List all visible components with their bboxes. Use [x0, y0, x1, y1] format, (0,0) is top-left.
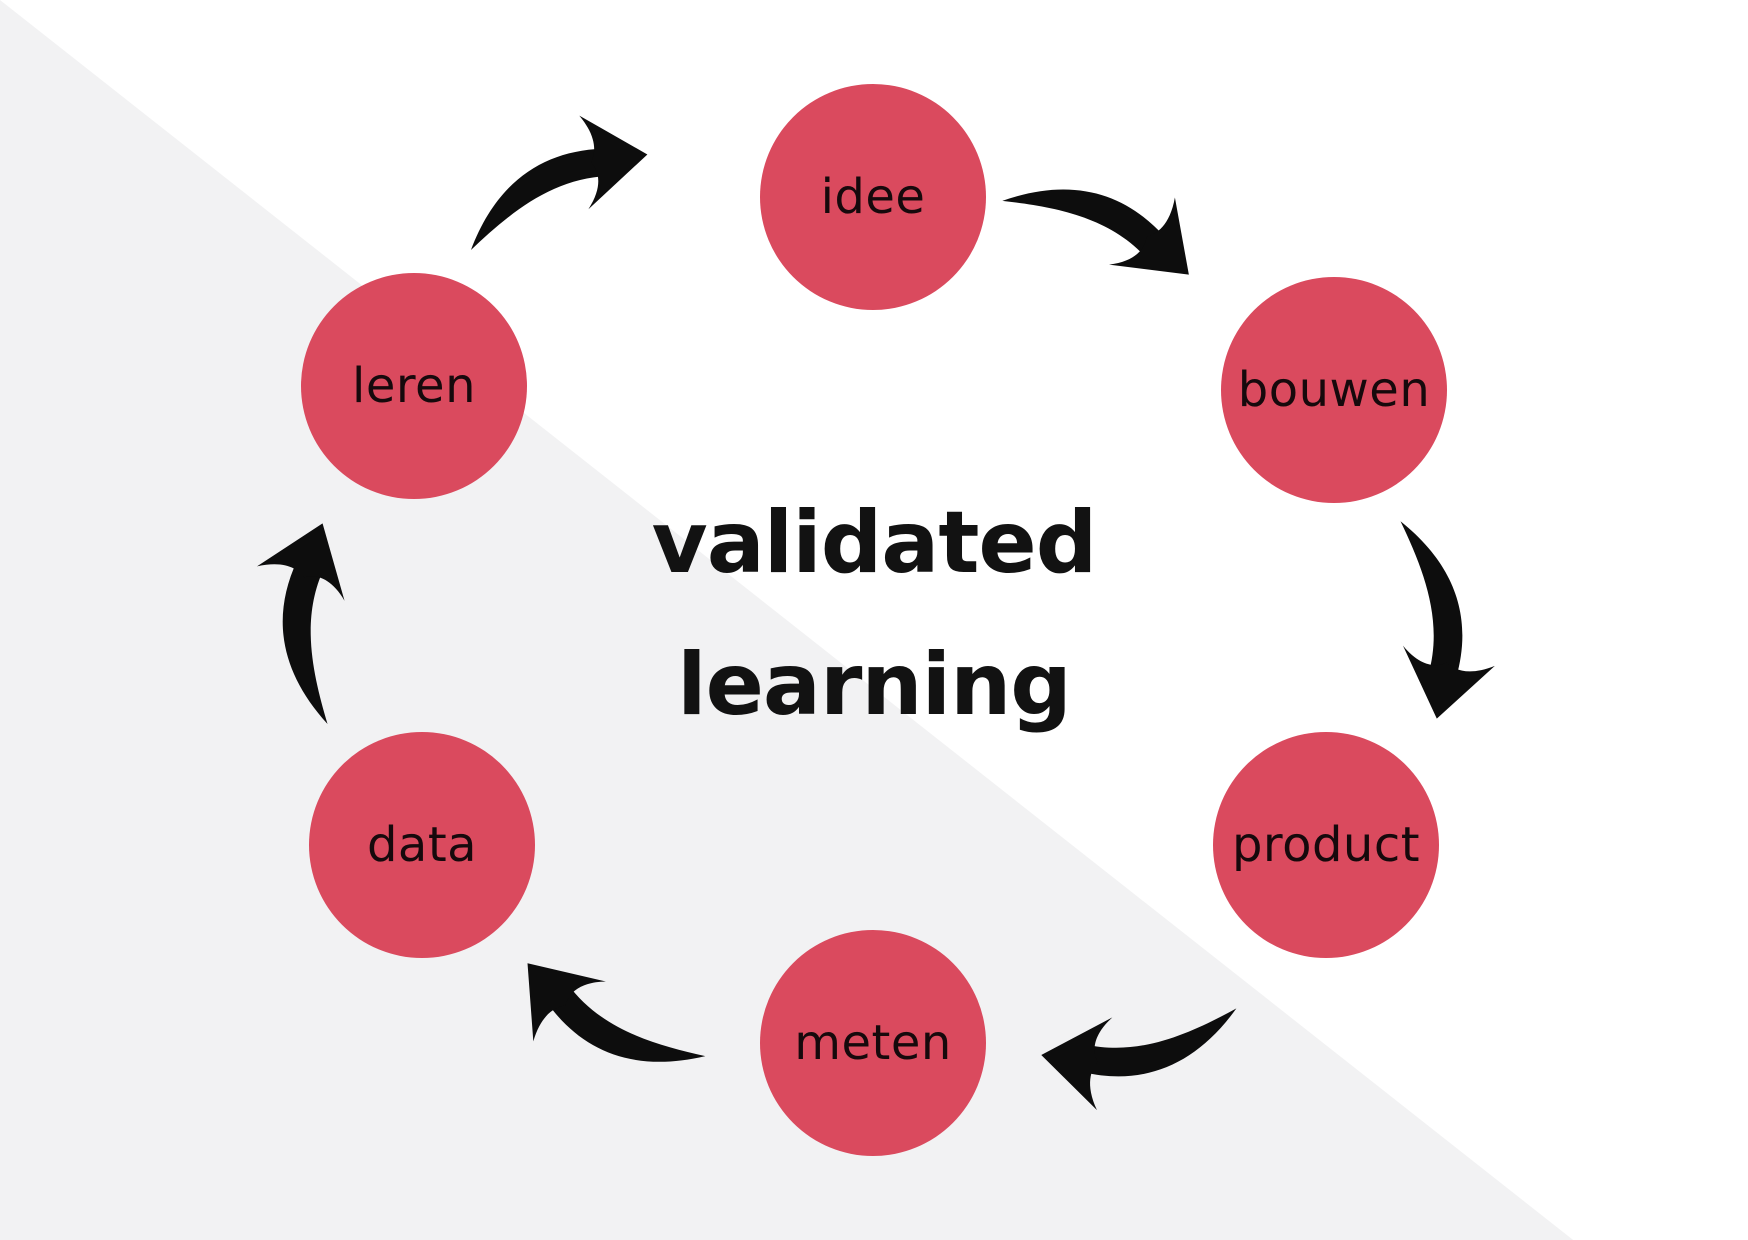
node-bouwen: bouwen — [1221, 277, 1447, 503]
node-product-label: product — [1231, 817, 1421, 873]
diagram-title-line1: validated — [651, 493, 1098, 593]
node-leren: leren — [301, 273, 527, 499]
node-product: product — [1213, 732, 1439, 958]
node-data: data — [309, 732, 535, 958]
node-idee: idee — [760, 84, 986, 310]
node-meten: meten — [760, 930, 986, 1156]
arrow-bouwen-to-product — [1367, 521, 1517, 727]
node-meten-label: meten — [794, 1015, 952, 1071]
diagram-title-line2: learning — [677, 635, 1072, 735]
node-bouwen-label: bouwen — [1237, 362, 1431, 418]
node-leren-label: leren — [352, 358, 476, 414]
arrow-product-to-meten — [1035, 985, 1237, 1126]
arrow-idee-to-bouwen — [1002, 113, 1221, 327]
diagram-title: validated learning — [474, 472, 1274, 756]
node-data-label: data — [366, 817, 478, 873]
arrow-leren-to-idee — [454, 106, 658, 250]
node-idee-label: idee — [820, 169, 926, 225]
